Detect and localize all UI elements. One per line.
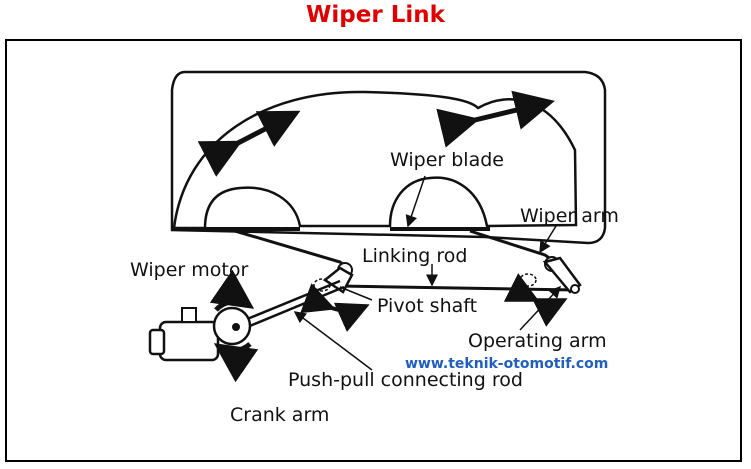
push-pull-rod-line-b <box>239 285 345 332</box>
label-push-pull-rod: Push-pull connecting rod <box>288 369 523 391</box>
leader-wiper-arm <box>539 225 557 254</box>
wiper-arm-left <box>234 229 351 272</box>
leader-operating-arm <box>519 285 562 331</box>
label-linking-rod: Linking rod <box>362 245 467 267</box>
push-pull-rod-line-a <box>234 279 341 326</box>
pivot-arrow-right <box>503 273 568 327</box>
leader-wiper-blade <box>405 175 426 228</box>
label-crank-arm: Crank arm <box>230 404 329 426</box>
operating-arm-joint <box>570 284 580 294</box>
leader-pivot-shaft <box>339 286 373 301</box>
label-wiper-motor: Wiper motor <box>130 259 248 281</box>
crank-pin <box>232 323 240 331</box>
wiped-area <box>172 90 578 230</box>
label-pivot-shaft: Pivot shaft <box>377 295 477 317</box>
wiper-motor-mount <box>181 307 197 323</box>
windshield-outline <box>170 70 607 245</box>
linking-rod <box>339 284 576 292</box>
crank-rotation-arrow-lower <box>213 342 259 383</box>
wipe-arrow-left <box>197 110 301 177</box>
wiper-arm-right <box>469 229 556 264</box>
diagram-title: Wiper Link <box>306 2 445 28</box>
leader-push-pull-rod <box>293 311 373 371</box>
website-watermark: www.teknik-otomotif.com <box>405 356 608 372</box>
crank-rotation-arrow <box>209 269 255 312</box>
wiper-motor-end <box>148 328 166 356</box>
diagram-frame <box>5 39 742 462</box>
pivot-shaft-right <box>519 273 537 287</box>
label-operating-arm: Operating arm <box>468 330 607 352</box>
label-wiper-blade: Wiper blade <box>390 149 504 171</box>
crank-arm-disc <box>212 306 252 346</box>
pivot-arrow-left <box>300 283 370 332</box>
wipe-arrow-right <box>436 90 555 148</box>
wiper-motor-body <box>158 320 220 362</box>
label-wiper-arm: Wiper arm <box>520 205 619 227</box>
